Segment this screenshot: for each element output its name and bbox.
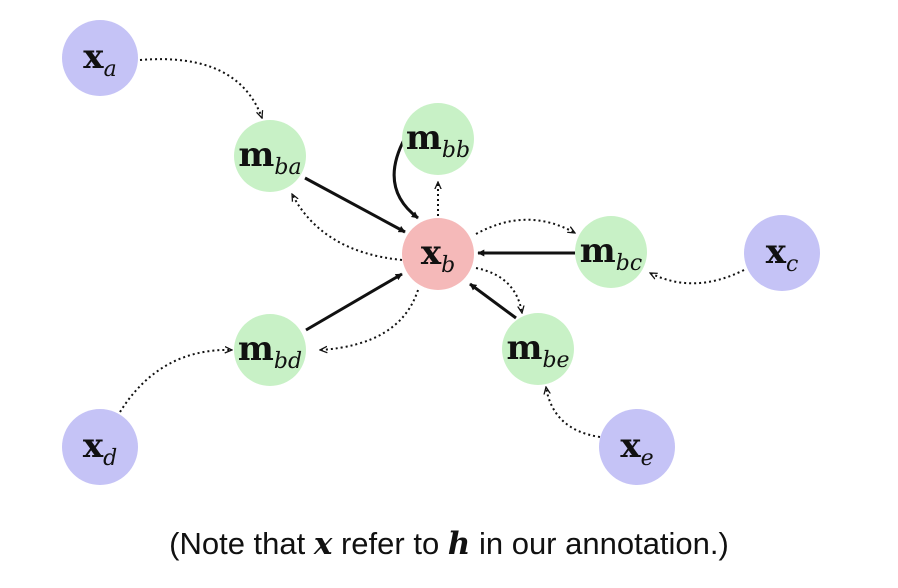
caption-variable-h: h (447, 526, 471, 562)
node-mbd-circle (234, 314, 306, 386)
node-xa-label-subscript: a (104, 57, 117, 82)
node-mbe-circle (502, 313, 574, 385)
node-mbe: mbe (502, 313, 574, 385)
edge-xb-to-mba (291, 194, 403, 261)
node-xb-circle (402, 218, 474, 290)
edge-xe-to-mbe (546, 387, 601, 438)
edge-xb-to-mbc (475, 218, 575, 235)
caption-variable-x: x (313, 526, 333, 562)
node-xe-label-main: x (620, 426, 641, 466)
node-mbc-circle (575, 216, 647, 288)
node-xa-circle (62, 20, 138, 96)
node-xd-label-subscript: d (103, 446, 117, 471)
caption-text-before: (Note that (169, 526, 314, 561)
edge-mba-to-xb (304, 176, 406, 234)
node-mbd-label: mbd (238, 329, 302, 374)
node-xa-label: xa (83, 37, 116, 82)
node-xd-label: xd (83, 426, 117, 471)
node-xb-label-subscript: b (441, 253, 455, 278)
edge-xa-to-mba (139, 58, 262, 118)
edge-xd-to-mbd (119, 350, 232, 413)
node-xe: xe (599, 409, 675, 485)
node-mbb-label-main: m (406, 118, 442, 158)
node-mbb-label-subscript: bb (442, 138, 470, 163)
node-mba-label: mba (238, 135, 301, 180)
node-xc: xc (744, 215, 820, 291)
node-mbe-label-subscript: be (542, 348, 569, 373)
edge-mbd-to-xb (305, 272, 403, 332)
edge-xc-to-mbc (650, 269, 745, 285)
node-xd: xd (62, 409, 138, 485)
caption-text-after: in our annotation.) (470, 526, 729, 561)
edge-mbb-to-xb (392, 137, 419, 220)
node-mbb-circle (402, 103, 474, 175)
node-mbd: mbd (234, 314, 306, 386)
node-xd-label-main: x (83, 426, 104, 466)
node-xe-circle (599, 409, 675, 485)
node-mbb-label: mbb (406, 118, 470, 163)
node-xb-label-main: x (421, 233, 442, 273)
caption: (Note that x refer to h in our annotatio… (0, 526, 898, 562)
node-mba: mba (234, 120, 306, 192)
node-xd-circle (62, 409, 138, 485)
edge-xb-to-mbd (320, 289, 419, 350)
node-xe-label: xe (620, 426, 653, 471)
node-mbd-label-main: m (238, 329, 274, 369)
node-mba-label-subscript: ba (274, 155, 301, 180)
node-xa: xa (62, 20, 138, 96)
node-xe-label-subscript: e (641, 446, 654, 471)
node-xc-label-main: x (766, 232, 787, 272)
node-mbc-label-subscript: bc (616, 251, 642, 276)
node-mbe-label-main: m (506, 328, 542, 368)
node-mbe-label: mbe (506, 328, 569, 373)
node-mbc-label: mbc (580, 231, 642, 276)
node-xb: xb (402, 218, 474, 290)
caption-text-middle: refer to (332, 526, 448, 561)
node-xc-label: xc (766, 232, 799, 277)
node-mbd-label-subscript: bd (274, 349, 302, 374)
node-mba-label-main: m (238, 135, 274, 175)
node-xb-label: xb (421, 233, 455, 278)
node-mbc: mbc (575, 216, 647, 288)
node-xa-label-main: x (83, 37, 104, 77)
node-mbb: mbb (402, 103, 474, 175)
node-xc-label-subscript: c (786, 252, 798, 277)
node-mba-circle (234, 120, 306, 192)
edge-mbe-to-xb (469, 282, 517, 320)
node-mbc-label-main: m (580, 231, 616, 271)
node-xc-circle (744, 215, 820, 291)
edges-layer (119, 58, 745, 438)
edge-xb-to-mbe (475, 267, 522, 313)
